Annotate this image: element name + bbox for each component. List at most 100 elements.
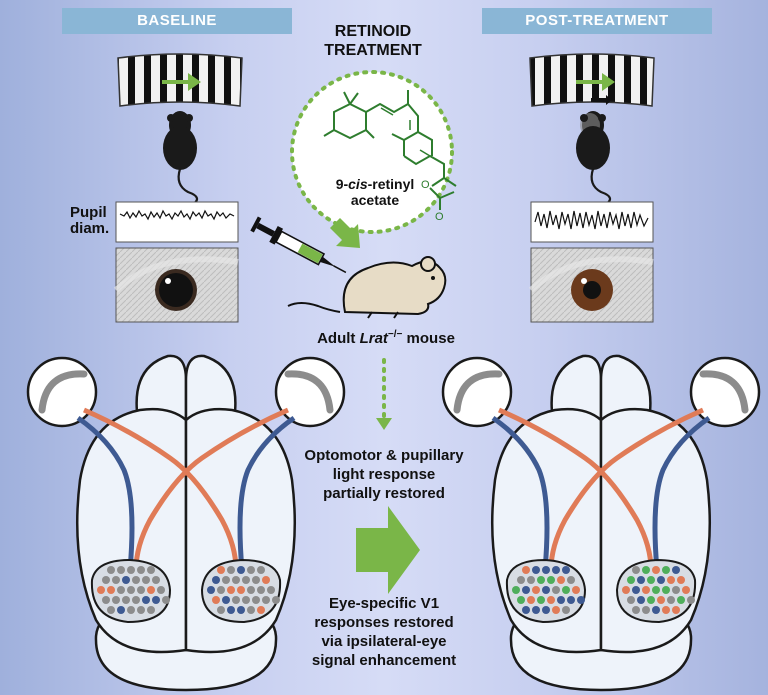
header-baseline: BASELINE xyxy=(62,8,292,34)
v1-neuron-dot xyxy=(657,596,665,604)
brain-baseline xyxy=(26,354,346,692)
v1-neuron-dot xyxy=(627,596,635,604)
v1-neuron-dot xyxy=(547,596,555,604)
v1-neuron-dot xyxy=(567,576,575,584)
compound-label: 9-cis-retinyl acetate xyxy=(320,176,430,208)
v1-neuron-dot xyxy=(152,576,160,584)
v1-neuron-dot xyxy=(272,596,280,604)
v1-neuron-dot xyxy=(122,596,130,604)
v1-neuron-dot xyxy=(642,586,650,594)
v1-neuron-dot xyxy=(542,606,550,614)
v1-neuron-dot xyxy=(127,586,135,594)
v1-neuron-dot xyxy=(642,606,650,614)
brain-post xyxy=(441,354,761,692)
v1-neuron-dot xyxy=(132,596,140,604)
v1-neuron-dot xyxy=(222,576,230,584)
big-green-arrow xyxy=(356,506,420,594)
v1-neuron-dot xyxy=(232,576,240,584)
v1-neuron-dot xyxy=(267,586,275,594)
svg-text:O: O xyxy=(435,211,444,223)
v1-neuron-dot xyxy=(127,606,135,614)
v1-neuron-dot xyxy=(532,586,540,594)
v1-neuron-dot xyxy=(212,576,220,584)
injection-arrow xyxy=(330,218,360,248)
v1-neuron-dot xyxy=(107,606,115,614)
mouse-top-view-baseline xyxy=(163,111,199,207)
v1-neuron-dot xyxy=(137,566,145,574)
pupil-diameter-label: Pupil diam. xyxy=(70,204,110,237)
v1-neuron-dot xyxy=(107,586,115,594)
v1-neuron-dot xyxy=(217,586,225,594)
compound-prefix: 9- xyxy=(335,176,349,192)
v1-neuron-dot xyxy=(522,606,530,614)
v1-neuron-dot xyxy=(687,596,695,604)
v1-neuron-dot xyxy=(117,566,125,574)
v1-neuron-dot xyxy=(97,586,105,594)
v1-neuron-dot xyxy=(222,596,230,604)
v1-neuron-dot xyxy=(677,596,685,604)
v1-neuron-dot xyxy=(227,586,235,594)
v1-neuron-dot xyxy=(207,586,215,594)
v1-neuron-dot xyxy=(247,586,255,594)
retinoid-molecule-circle: O O xyxy=(290,70,457,234)
v1-neuron-dot xyxy=(232,596,240,604)
v1-neuron-dot xyxy=(257,586,265,594)
v1-neurons-post-right xyxy=(622,566,695,614)
v1-neuron-dot xyxy=(252,576,260,584)
v1-neuron-dot xyxy=(652,606,660,614)
v1-neuron-dot xyxy=(672,586,680,594)
mouse-label-prefix: Adult xyxy=(317,330,360,347)
dotted-arrow-down xyxy=(376,358,392,430)
v1-neuron-dot xyxy=(117,586,125,594)
adult-mouse-side-view xyxy=(287,256,447,319)
v1-neuron-dot xyxy=(147,606,155,614)
v1-neuron-dot xyxy=(137,606,145,614)
v1-neuron-dot xyxy=(127,566,135,574)
compound-suffix: -retinyl xyxy=(367,176,415,192)
result-v1: Eye-specific V1 responses restored via i… xyxy=(311,595,457,669)
v1-neuron-dot xyxy=(147,586,155,594)
v1-neurons-baseline-right xyxy=(207,566,280,614)
v1-neuron-dot xyxy=(217,566,225,574)
v1-neuron-dot xyxy=(527,576,535,584)
v1-neuron-dot xyxy=(547,576,555,584)
v1-neuron-dot xyxy=(517,596,525,604)
v1-neuron-dot xyxy=(217,606,225,614)
v1-neuron-dot xyxy=(257,606,265,614)
v1-neuron-dot xyxy=(567,596,575,604)
v1-neuron-dot xyxy=(642,566,650,574)
v1-neuron-dot xyxy=(262,576,270,584)
v1-neuron-dot xyxy=(662,566,670,574)
v1-neuron-dot xyxy=(637,596,645,604)
mouse-top-view-post xyxy=(576,95,612,207)
v1-neuron-dot xyxy=(672,566,680,574)
mouse-label: Adult Lrat−/− mouse xyxy=(276,326,496,348)
v1-neuron-dot xyxy=(132,576,140,584)
v1-neuron-dot xyxy=(237,586,245,594)
v1-neuron-dot xyxy=(632,586,640,594)
v1-neuron-dot xyxy=(647,576,655,584)
v1-neuron-dot xyxy=(532,566,540,574)
v1-neuron-dot xyxy=(652,566,660,574)
treatment-title: RETINOID TREATMENT xyxy=(324,23,422,59)
v1-neuron-dot xyxy=(627,576,635,584)
compound-line2: acetate xyxy=(350,192,400,208)
v1-neuron-dot xyxy=(637,576,645,584)
v1-neuron-dot xyxy=(652,586,660,594)
v1-neuron-dot xyxy=(147,566,155,574)
mouse-label-suffix: mouse xyxy=(402,330,455,347)
v1-neuron-dot xyxy=(632,566,640,574)
v1-neuron-dot xyxy=(522,586,530,594)
v1-neuron-dot xyxy=(102,596,110,604)
v1-neuron-dot xyxy=(542,586,550,594)
v1-neuron-dot xyxy=(632,606,640,614)
v1-neuron-dot xyxy=(557,576,565,584)
optomotor-drum-post xyxy=(529,53,655,107)
v1-neuron-dot xyxy=(262,596,270,604)
v1-neuron-dot xyxy=(242,596,250,604)
v1-neuron-dot xyxy=(662,586,670,594)
v1-neuron-dot xyxy=(122,576,130,584)
v1-neuron-dot xyxy=(212,596,220,604)
v1-neuron-dot xyxy=(237,606,245,614)
